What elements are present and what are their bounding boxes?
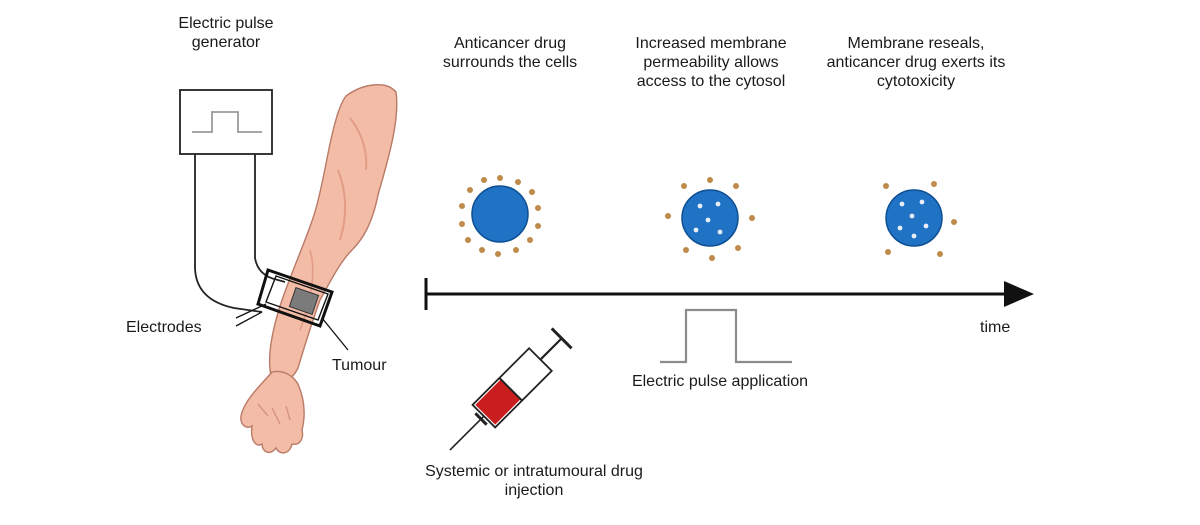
drug-dots-outside <box>883 181 957 257</box>
time-axis <box>424 278 1034 310</box>
generator-pulse-icon <box>192 111 262 133</box>
electrodes-label: Electrodes <box>126 319 202 336</box>
syringe-plunger <box>539 337 563 361</box>
tumour-mass <box>288 287 320 315</box>
hand <box>240 370 305 454</box>
time-axis-label: time <box>980 319 1011 336</box>
syringe-fluid <box>475 379 521 425</box>
drug-dots-outside <box>665 177 755 261</box>
cell-stage-1 <box>459 175 541 257</box>
drug-dots-outside <box>459 175 541 257</box>
syringe-needle <box>449 415 485 451</box>
cell-stage-3 <box>883 181 957 257</box>
generator-label: Electric pulse generator <box>178 15 274 51</box>
stage-3-caption: Membrane reseals, anticancer drug exerts… <box>826 35 1006 90</box>
syringe-barrel <box>471 346 554 429</box>
drug-dots-inside <box>897 199 929 239</box>
pulse-application-label: Electric pulse application <box>631 373 809 390</box>
syringe <box>449 327 573 451</box>
injection-label: Systemic or intratumoural drug injection <box>425 463 643 499</box>
pulse-generator <box>179 89 273 155</box>
generator-box <box>179 89 273 155</box>
tumour-label: Tumour <box>332 357 387 374</box>
electrode-clamp <box>256 268 334 328</box>
cell-body <box>681 189 739 247</box>
tumour-pointer <box>321 317 349 351</box>
cell-stage-2 <box>665 177 755 261</box>
stage-1-caption: Anticancer drug surrounds the cells <box>442 35 578 71</box>
pulse-waveform <box>660 308 792 364</box>
drug-dots-inside <box>693 201 723 235</box>
electrodes-pointer-2 <box>235 311 263 327</box>
electrodes-pointer <box>235 303 267 319</box>
cell-body <box>471 185 529 243</box>
electrode-cable <box>194 154 286 313</box>
timeline-arrowhead <box>1004 281 1034 307</box>
arm <box>268 84 398 384</box>
stage-2-caption: Increased membrane permeability allows a… <box>635 35 787 90</box>
